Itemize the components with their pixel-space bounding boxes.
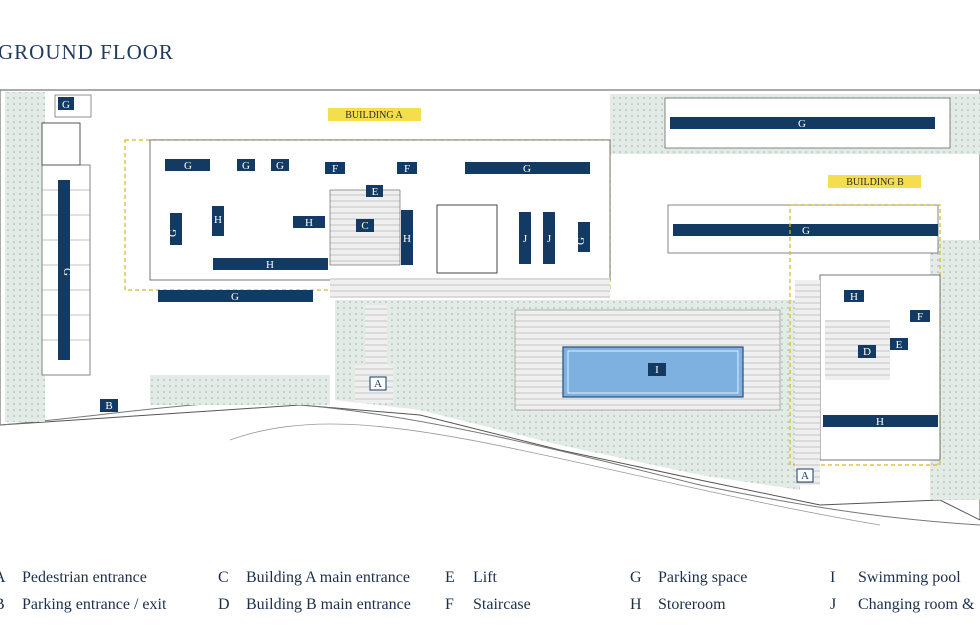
parking-bar-a-side1: [170, 213, 182, 245]
parking-bar-a-top2: [237, 159, 255, 171]
marker-e-a: E: [372, 186, 379, 198]
garden-left: [5, 92, 45, 422]
parking-bar-top: [670, 117, 935, 129]
building-b-label-bg: [828, 175, 921, 188]
storeroom-bar-a2: [293, 216, 325, 228]
parking-bar-left: [58, 180, 70, 360]
storeroom-bar-b1: [844, 290, 864, 302]
marker-g-a4: G: [523, 163, 531, 175]
marker-a-box2: [796, 468, 814, 483]
marker-g-top-left: G: [62, 99, 70, 111]
marker-g-a3: G: [276, 160, 284, 172]
marker-g-a1: G: [184, 160, 192, 172]
marker-b-box: [100, 399, 118, 412]
page-title: GROUND FLOOR: [0, 40, 174, 64]
changing-bar-a1: [519, 212, 531, 264]
storeroom-bar-a1: [212, 206, 224, 236]
storeroom-bar-a4: [401, 210, 413, 265]
marker-a1: A: [374, 378, 382, 390]
marker-g-top: G: [798, 118, 806, 130]
swimming-pool-inner: [567, 350, 739, 394]
marker-c-box: [356, 219, 374, 232]
marker-h-a3: H: [266, 259, 274, 271]
ramp-box: [41, 122, 81, 166]
legend-item-b: BParking entrance / exit: [0, 596, 167, 613]
storeroom-bar-a3: [213, 258, 328, 270]
parking-bar-a-top3: [271, 159, 289, 171]
marker-g-left: G: [61, 268, 73, 276]
marker-h-b1: H: [850, 291, 858, 303]
garden-bottom-strip: [150, 375, 330, 405]
corridor-a: [330, 278, 610, 298]
marker-g-a6: G: [167, 229, 179, 237]
building-b-label: BUILDING B: [846, 177, 904, 188]
marker-h-a4: H: [403, 233, 411, 245]
marker-e-b: E: [896, 339, 903, 351]
marker-c: C: [361, 220, 368, 232]
staircase-b: [910, 310, 930, 322]
marker-d-box: [858, 345, 876, 358]
changing-bar-a2: [543, 212, 555, 264]
marker-g-box-top-left: [58, 97, 74, 110]
parking-bar-a-top1: [165, 159, 210, 171]
marker-j-a1: J: [523, 233, 528, 245]
marker-f-a2: F: [404, 163, 410, 175]
marker-g-a2: G: [242, 160, 250, 172]
corridor-b: [795, 280, 820, 465]
building-a-label-bg: [328, 108, 421, 121]
steps-a: [365, 305, 387, 365]
lift-b: [890, 338, 908, 350]
lobby-d: [825, 320, 890, 380]
building-a-label: BUILDING A: [345, 110, 403, 121]
marker-b: B: [105, 400, 112, 412]
marker-h-a2: H: [305, 217, 313, 229]
marker-g-a7: G: [575, 237, 587, 245]
parking-bar-a-side2: [578, 222, 590, 252]
marker-g-a5: G: [231, 291, 239, 303]
road-curve-inner: [229, 423, 881, 526]
marker-j-a2: J: [547, 233, 552, 245]
marker-h-a1: H: [214, 214, 222, 226]
parking-bar-a-bottom: [158, 290, 313, 302]
lift-a: [366, 185, 383, 197]
marker-a-box1: [369, 376, 387, 391]
marker-f-b: F: [917, 311, 923, 323]
marker-a2: A: [801, 470, 809, 482]
parking-bar-b: [673, 224, 938, 236]
marker-i: I: [655, 364, 659, 376]
marker-f-a1: F: [332, 163, 338, 175]
road-curve: [0, 401, 980, 526]
pool-marker-box: [648, 363, 666, 376]
storeroom-bar-b2: [823, 415, 938, 427]
room-a-mid: [436, 204, 498, 274]
marker-d: D: [863, 346, 871, 358]
marker-h-b2: H: [876, 416, 884, 428]
staircase-a1: [325, 162, 345, 174]
marker-g-b: G: [802, 225, 810, 237]
parking-bar-a-right: [465, 162, 590, 174]
staircase-a2: [397, 162, 417, 174]
